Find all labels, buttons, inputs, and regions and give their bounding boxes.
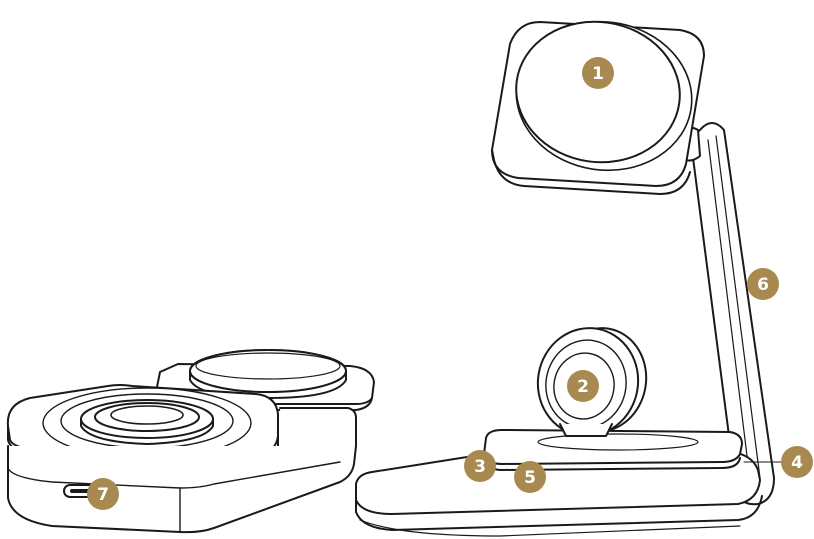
callout-3: 3: [464, 450, 496, 482]
folded-charging-pad-icon: [8, 350, 374, 532]
callout-6: 6: [747, 268, 779, 300]
callout-7-label: 7: [97, 485, 109, 505]
callout-1-label: 1: [592, 64, 604, 84]
callout-5: 5: [514, 461, 546, 493]
callout-3-label: 3: [474, 457, 486, 477]
callout-2-label: 2: [577, 377, 589, 397]
callout-2: 2: [567, 370, 599, 402]
callout-7: 7: [87, 478, 119, 510]
callout-4: 4: [781, 446, 813, 478]
callout-5-label: 5: [524, 468, 536, 488]
callout-1: 1: [582, 57, 614, 89]
callout-4-label: 4: [791, 453, 803, 473]
charging-stand-icon: [356, 10, 790, 536]
callout-6-label: 6: [757, 275, 769, 295]
